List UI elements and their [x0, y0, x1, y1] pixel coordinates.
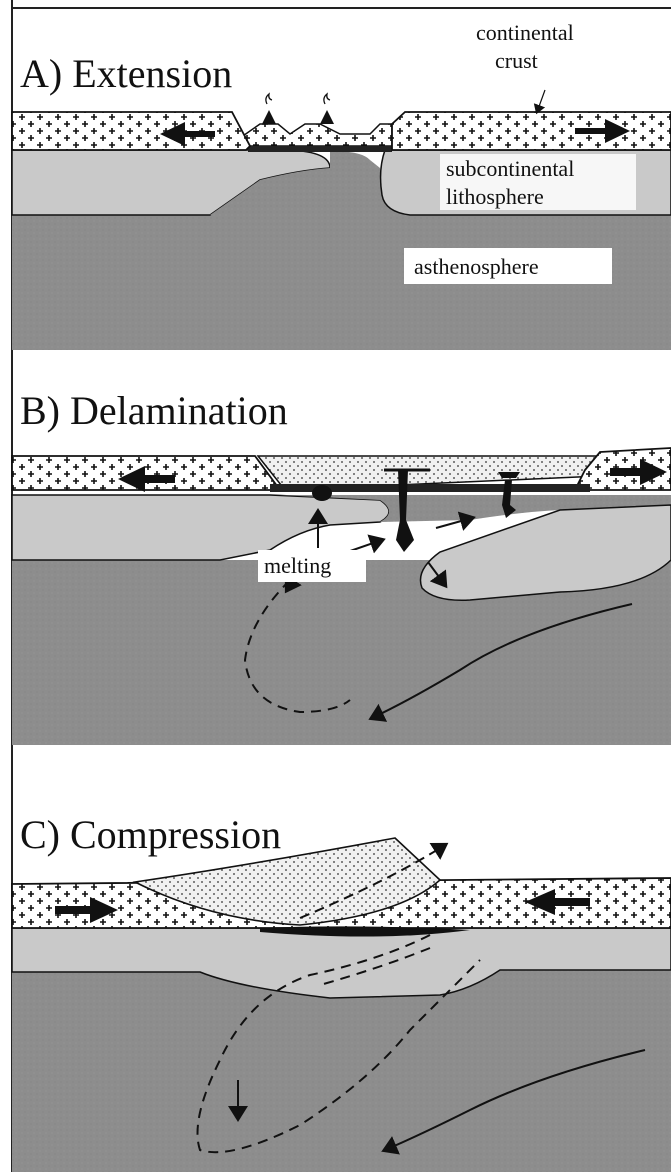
crust-leader-line — [537, 90, 545, 112]
label-melting: melting — [264, 553, 331, 578]
panel-title-a: A) Extension — [20, 51, 232, 96]
asthenosphere-layer-c — [12, 970, 671, 1172]
panel-compression: C) Compression — [12, 812, 671, 1172]
panel-extension: A) Extension continental crust subcontin… — [12, 20, 671, 350]
eruption-plume-icon — [266, 94, 272, 104]
panel-delamination: B) Delamination melting — [12, 388, 671, 745]
label-subcontinental: subcontinental — [446, 156, 574, 181]
volcano-icon — [262, 110, 276, 124]
magma-pocket — [312, 485, 332, 501]
label-asthenosphere: asthenosphere — [414, 254, 539, 279]
label-crust: crust — [495, 48, 538, 73]
eruption-plume-icon — [324, 94, 330, 104]
rift-crust-blocks — [240, 124, 392, 146]
volcano-icon — [320, 110, 334, 124]
crust-left-b — [12, 456, 280, 490]
rift-basalt — [248, 146, 392, 152]
label-continental: continental — [476, 20, 574, 45]
label-lithosphere: lithosphere — [446, 184, 544, 209]
panel-title-c: C) Compression — [20, 812, 281, 857]
panel-title-b: B) Delamination — [20, 388, 288, 433]
